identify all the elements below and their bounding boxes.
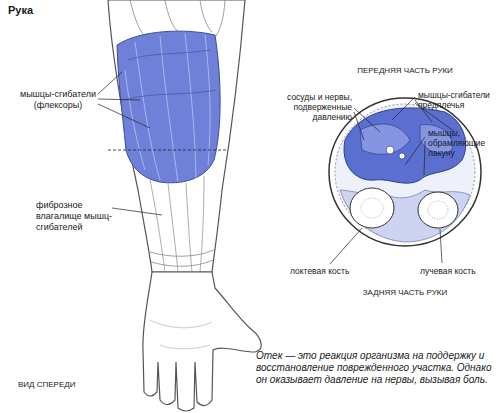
flexor-tendons [150, 176, 204, 272]
side-label: ПЕРЕДНЯЯ ЧАСТЬ РУКИ [330, 66, 480, 76]
radius-bone [418, 192, 458, 228]
muscle-label: мышцы, обрамляющие лакуну [428, 128, 496, 159]
view-label: ВИД СПЕРЕДИ [18, 380, 75, 390]
muscle-label: мышцы-сгибатели предплечья [418, 90, 496, 110]
caption-note: Отек — это реакция организма на поддержк… [256, 350, 494, 386]
vessel [386, 146, 394, 154]
palm-lines [150, 320, 212, 349]
flexor-muscles [117, 31, 220, 183]
muscle-label: мышцы-сгибатели (флексоры) [18, 89, 98, 111]
nerve [399, 153, 405, 159]
figure-title: Рука [8, 4, 33, 17]
hand-outline [143, 272, 261, 411]
ulna-bone [350, 188, 394, 228]
side-label: ЗАДНЯЯ ЧАСТЬ РУКИ [330, 288, 480, 298]
muscle-fibers [125, 33, 210, 182]
leader-lines [405, 137, 425, 175]
bone-label: локтевая кость [290, 266, 349, 276]
bone-label: лучевая кость [420, 266, 476, 276]
leader-line [440, 229, 442, 263]
section-line [108, 150, 228, 151]
forearm-outline [108, 0, 245, 272]
bone-marrow [428, 201, 448, 219]
muscle-edges [124, 50, 216, 100]
vessel-label: сосуды и нервы, подверженные давлению [262, 92, 352, 123]
leader-line [112, 208, 162, 215]
sheath-label: фиброзное влагалище мышц-сгибателей [36, 200, 114, 232]
bone-marrow [361, 198, 383, 218]
leader-lines [98, 72, 150, 128]
sheath-band [150, 250, 214, 266]
leader-lines [354, 108, 380, 140]
leader-line [330, 228, 362, 264]
